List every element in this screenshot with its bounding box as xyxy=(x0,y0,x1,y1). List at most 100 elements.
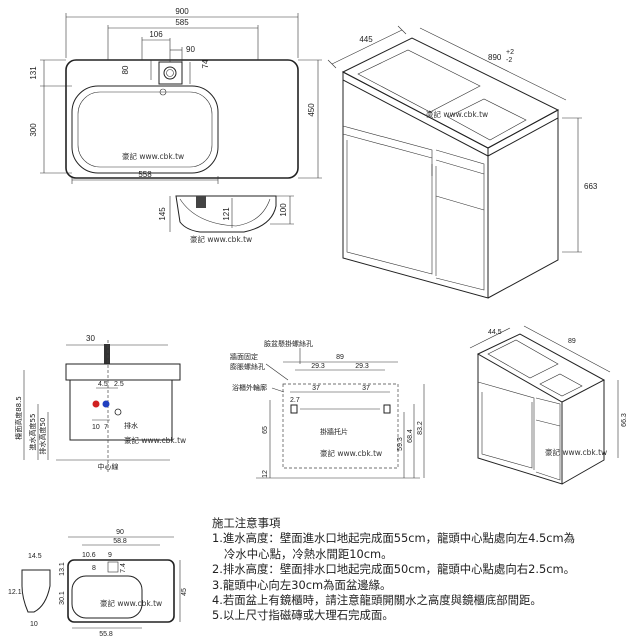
dim-83-2: 83.2 xyxy=(417,421,424,435)
dim-68-4: 68.4 xyxy=(407,429,414,443)
cabinet-body-side xyxy=(487,118,559,299)
dim-80: 80 xyxy=(121,65,130,74)
dim-37-a: 37 xyxy=(312,385,320,392)
dim-10: 10 xyxy=(92,424,100,431)
dim-10-6: 10.6 xyxy=(82,552,96,559)
section-solid xyxy=(196,196,206,208)
dim-58-8: 58.8 xyxy=(113,538,127,545)
cabinet-basin-cutout xyxy=(357,49,481,113)
note-4: 4.若面盆上有鏡櫃時，請注意龍頭開關水之高度與鏡櫃底部間距。 xyxy=(212,593,542,608)
dim-8: 8 xyxy=(92,565,96,572)
dim-106: 106 xyxy=(149,30,163,39)
watermark-7: 豪記 www.cbk.tw xyxy=(100,598,162,608)
drain-outlet-icon xyxy=(114,408,122,416)
dim-90-b: 90 xyxy=(116,529,124,536)
section-outline xyxy=(175,195,277,233)
small-faucet-hole xyxy=(107,561,119,573)
basin-bowl xyxy=(71,85,219,174)
label-screw: 臉盆懸掛螺絲孔 xyxy=(264,339,313,348)
dim-890-tol-minus: -2 xyxy=(506,57,512,64)
dim-890-tol-plus: +2 xyxy=(506,49,514,56)
dim-44-5: 44.5 xyxy=(488,329,502,336)
drain-label: 排水 xyxy=(124,421,138,430)
label-55: 進水高度55 xyxy=(28,414,37,451)
hanger-label: 掛牆托片 xyxy=(320,427,348,436)
dim-55-8: 55.8 xyxy=(99,631,113,638)
dim-145: 145 xyxy=(158,207,167,221)
dim-74: 74 xyxy=(201,59,210,68)
label-885: 檯面高度88.5 xyxy=(14,396,23,440)
dim-9: 9 xyxy=(108,552,112,559)
dim-450: 450 xyxy=(307,103,316,117)
dim-29-3-a: 29.3 xyxy=(311,363,325,370)
cabinet-outline xyxy=(282,383,399,469)
watermark-4: 豪記 www.cbk.tw xyxy=(124,435,186,445)
dim-37-b: 37 xyxy=(362,385,370,392)
dim-12: 12 xyxy=(262,470,269,478)
note-2: 2.排水高度：壁面排水口地起完成面50cm，龍頭中心點處向右2.5cm。 xyxy=(212,562,575,577)
dim-2-7: 2.7 xyxy=(290,397,300,404)
cabinet-3d-large: 445 890 +2 -2 663 豪記 www.cbk.tw xyxy=(327,25,598,299)
faucet-hole-icon xyxy=(163,66,177,80)
label-50: 排水高度50 xyxy=(38,418,47,455)
dim-10-b: 10 xyxy=(30,621,38,628)
basin-bowl-inner xyxy=(77,91,213,168)
dim-89: 89 xyxy=(336,354,344,361)
dim-12-1: 12.1 xyxy=(8,589,22,596)
dim-558: 558 xyxy=(138,170,152,179)
dim-top-30: 30 xyxy=(86,334,95,343)
dim-100: 100 xyxy=(279,203,288,217)
cabinet-body-front xyxy=(342,80,489,299)
note-5: 5.以上尺寸指磁磚或大理石完成面。 xyxy=(212,608,394,623)
section-bowl xyxy=(179,198,271,227)
drain-icon xyxy=(159,88,167,96)
faucet-icon xyxy=(104,344,110,364)
dim-131: 131 xyxy=(29,66,38,80)
cold-water-valve-icon xyxy=(102,400,110,408)
dim-66-3: 66.3 xyxy=(621,413,628,427)
dim-300: 300 xyxy=(29,123,38,137)
basin-plan-view: 900 585 106 90 80 74 131 300 450 xyxy=(29,7,322,184)
dim-121: 121 xyxy=(222,207,231,221)
note-1: 1.進水高度：壁面進水口地起完成面55cm，龍頭中心點處向左4.5cm為 xyxy=(212,531,575,546)
label-outer: 浴櫃外輪廓 xyxy=(232,383,267,392)
dim-90: 90 xyxy=(186,45,195,54)
dim-14-5: 14.5 xyxy=(28,553,42,560)
watermark-6: 豪記 www.cbk.tw xyxy=(545,447,607,457)
dim-30-1: 30.1 xyxy=(59,591,66,605)
dim-445: 445 xyxy=(359,35,373,44)
front-elevation: 30 4.5 2.5 10 7 排水 中心線 檯面高度88.5 進水高度55 排… xyxy=(14,334,186,472)
label-wall-1: 牆面固定 xyxy=(230,352,258,361)
note-1b: 冷水中心點，冷熱水間距10cm。 xyxy=(224,546,393,561)
note-3: 3.龍頭中心向左30cm為面盆邊緣。 xyxy=(212,577,392,592)
dim-4-5: 4.5 xyxy=(98,381,108,388)
dim-59-3: 59.3 xyxy=(397,437,404,451)
cabinet-3d-small: 44.5 89 66.3 豪記 www.cbk.tw xyxy=(469,325,628,485)
dim-7-4: 7.4 xyxy=(120,563,127,573)
small-basin-bowl xyxy=(71,575,143,619)
watermark-3: 豪記 www.cbk.tw xyxy=(426,109,488,119)
elevation-cabinet xyxy=(69,379,173,441)
dim-890: 890 xyxy=(488,53,502,62)
watermark-2: 豪記 www.cbk.tw xyxy=(190,234,252,244)
countertop xyxy=(65,363,181,381)
hanger-bracket-right xyxy=(383,404,391,414)
small-cabinet-top xyxy=(476,333,606,403)
hanger-bracket-left xyxy=(290,404,298,414)
hot-water-valve-icon xyxy=(92,400,100,408)
dim-13-1: 13.1 xyxy=(59,562,66,576)
dim-45: 45 xyxy=(181,588,188,596)
cabinet-door-left xyxy=(346,140,433,275)
label-wall-2: 膨脹螺絲孔 xyxy=(230,362,265,371)
watermark-1: 豪記 www.cbk.tw xyxy=(122,151,184,161)
dim-89-small: 89 xyxy=(568,338,576,345)
basin-section-view: 145 121 100 豪記 www.cbk.tw xyxy=(158,195,294,244)
dim-663: 663 xyxy=(584,182,598,191)
center-label: 中心線 xyxy=(98,462,119,471)
dim-585: 585 xyxy=(175,18,189,27)
small-section-profile xyxy=(21,569,51,613)
small-basin-outline xyxy=(67,559,175,623)
faucet-hole-block xyxy=(158,61,183,85)
dim-65: 65 xyxy=(262,426,269,434)
